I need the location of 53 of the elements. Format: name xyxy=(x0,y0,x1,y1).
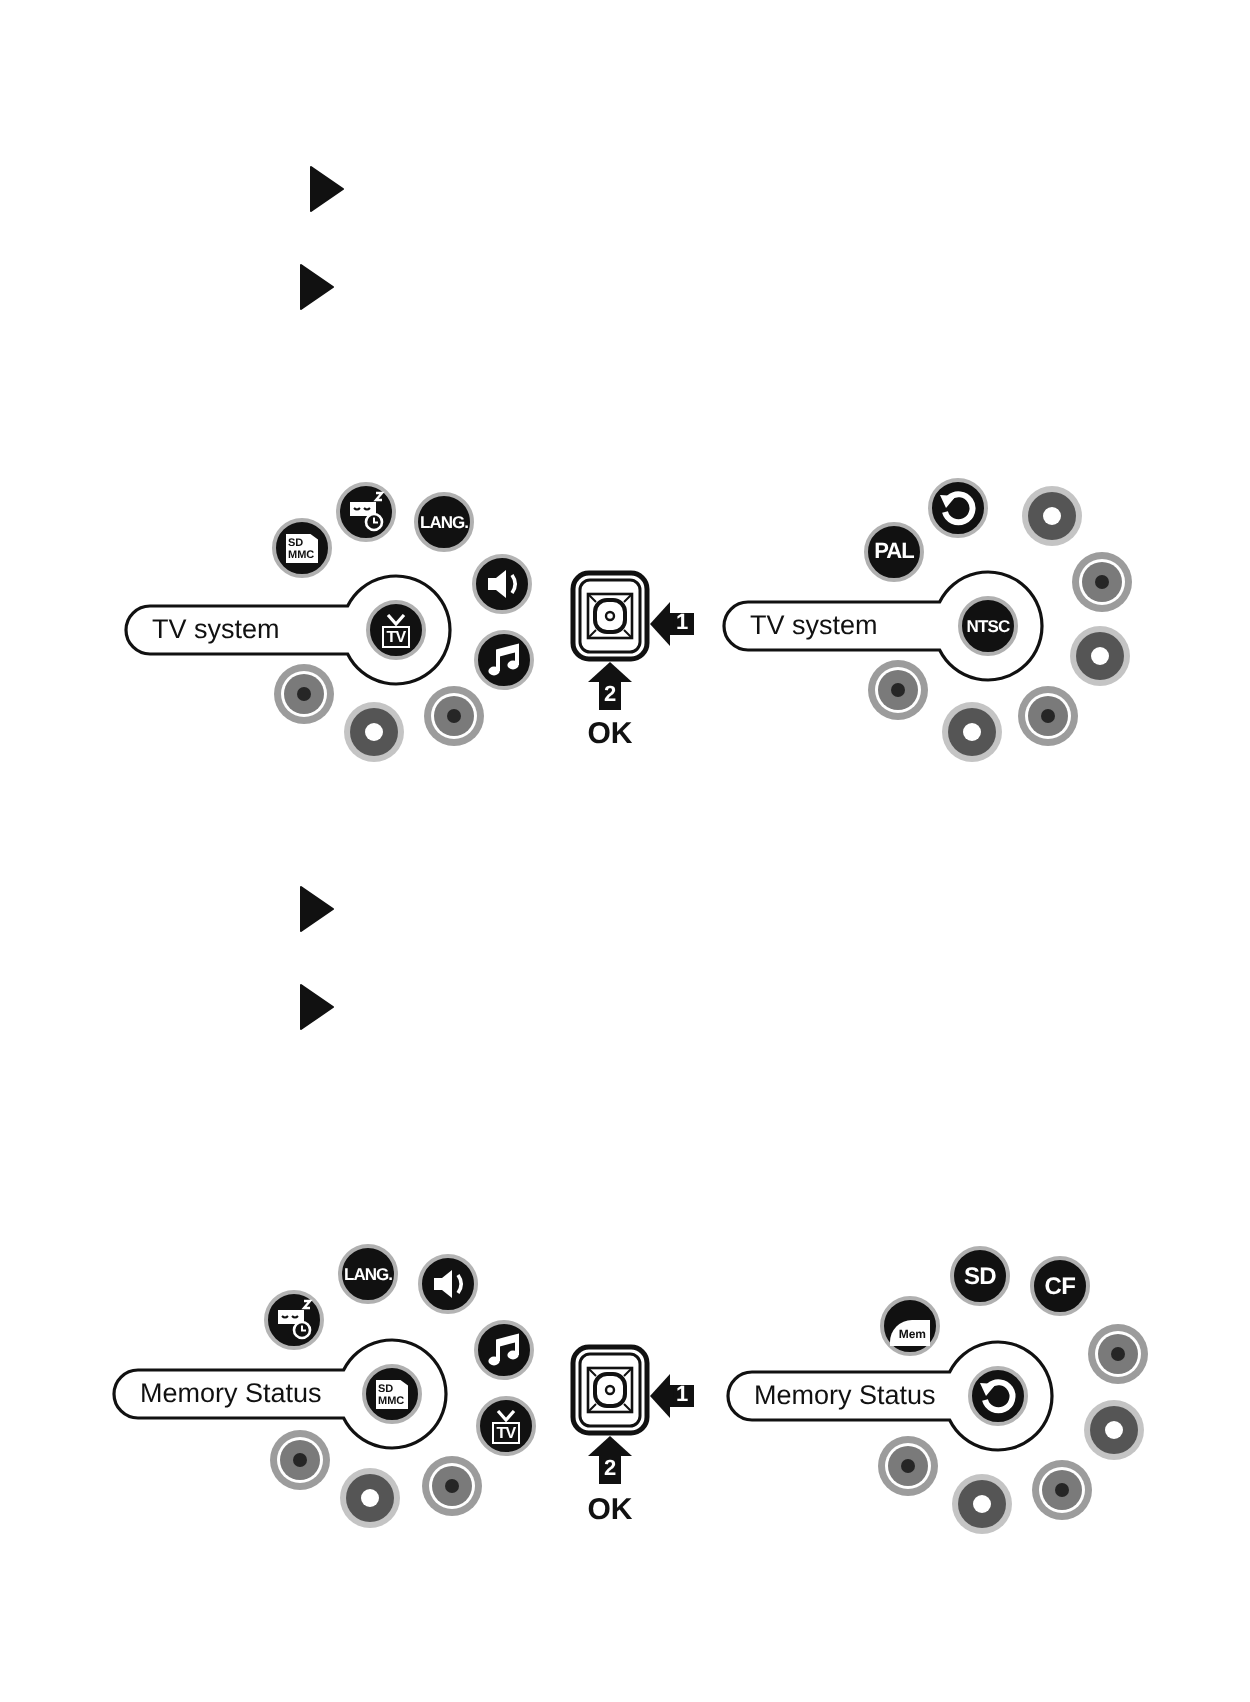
ring-icon xyxy=(422,1456,482,1516)
menu-bar xyxy=(124,574,452,686)
menu-title: Memory Status xyxy=(754,1380,936,1412)
edge-label: 2 xyxy=(601,1459,619,1481)
button-caption: OK xyxy=(587,719,633,749)
arrow xyxy=(650,602,694,646)
menu-bar xyxy=(112,1338,448,1450)
menu-title: Memory Status xyxy=(140,1378,322,1410)
menu-title: TV system xyxy=(750,610,878,642)
menu-bar xyxy=(722,570,1044,682)
menu-option: CF xyxy=(1030,1256,1090,1316)
menu-option xyxy=(880,1296,940,1356)
push-button-icon xyxy=(570,1344,650,1436)
edge-label: 2 xyxy=(601,685,619,707)
ring-icon xyxy=(1072,552,1132,612)
music-note-icon xyxy=(474,1320,534,1380)
ring-icon xyxy=(942,702,1002,762)
edge-label: 1 xyxy=(673,1385,691,1407)
push-button-icon xyxy=(570,570,650,662)
ring-icon xyxy=(1070,626,1130,686)
menu-bar xyxy=(726,1340,1054,1452)
menu-option xyxy=(476,1396,536,1456)
option-label: TV xyxy=(382,625,410,647)
ring-icon xyxy=(1084,1400,1144,1460)
ring-icon xyxy=(1088,1324,1148,1384)
ring-icon xyxy=(344,702,404,762)
ring-icon xyxy=(1032,1460,1092,1520)
ring-icon xyxy=(340,1468,400,1528)
speaker-icon xyxy=(418,1254,478,1314)
ring-icon xyxy=(1022,486,1082,546)
button-caption: OK xyxy=(587,1495,633,1525)
option-label: TV xyxy=(492,1421,520,1443)
ring-icon xyxy=(868,660,928,720)
edge-label: 1 xyxy=(673,613,691,635)
ring-icon xyxy=(878,1436,938,1496)
ring-icon xyxy=(1018,686,1078,746)
menu-option: LANG. xyxy=(338,1244,398,1304)
ring-icon xyxy=(270,1430,330,1490)
menu-option: PAL xyxy=(864,522,924,582)
arrow xyxy=(588,1436,632,1484)
sleep-timer-icon xyxy=(264,1290,324,1350)
sleep-timer-icon xyxy=(336,482,396,542)
ring-icon xyxy=(424,686,484,746)
menu-title: TV system xyxy=(152,614,280,646)
menu-option xyxy=(272,518,332,578)
menu-option: SD xyxy=(950,1246,1010,1306)
menu-option: LANG. xyxy=(414,492,474,552)
music-note-icon xyxy=(474,630,534,690)
ring-icon xyxy=(952,1474,1012,1534)
arrow xyxy=(650,1374,694,1418)
ring-icon xyxy=(274,664,334,724)
arrow xyxy=(588,662,632,710)
speaker-icon xyxy=(472,554,532,614)
